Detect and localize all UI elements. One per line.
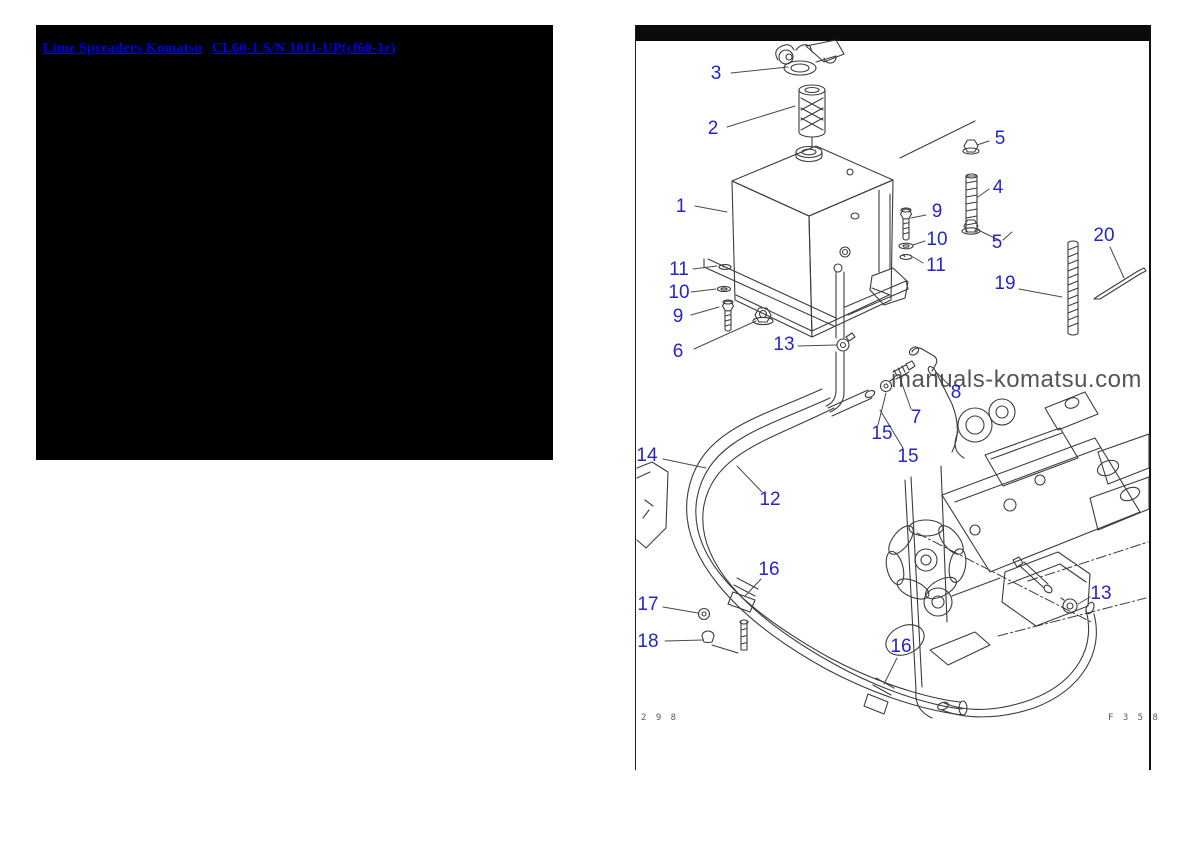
diagram-sheet [635,25,1151,770]
left-edge-bracket-drawing [636,461,669,549]
callout-5: 5 [991,232,1003,253]
right-hardware-drawing [898,139,981,260]
left-black-panel: Lime Spreaders Komatsu CL60-1 S/N 1011-U… [36,25,553,460]
main-hoses-drawing [686,388,968,716]
callout-16: 16 [890,636,912,657]
leader-lines [662,66,1125,685]
callout-9: 9 [672,306,684,327]
callout-15: 15 [897,446,919,467]
callout-16: 16 [758,559,780,580]
callout-13: 13 [773,334,795,355]
callout-6: 6 [672,341,684,362]
callout-11: 11 [669,259,689,280]
callout-15: 15 [871,423,893,444]
callout-1: 1 [675,196,687,217]
callout-8: 8 [950,382,962,403]
callout-4: 4 [992,177,1004,198]
parts-catalog-link-model[interactable]: CL60-1 S/N 1011-UP(cl60-1r) [212,41,396,56]
sheet-top-bar [636,25,1149,41]
left-hardware-drawing [716,264,774,332]
strainer-drawing [798,84,826,147]
engine-drawing [885,391,1150,719]
callout-12: 12 [759,489,781,510]
parts-catalog-link-category[interactable]: Lime Spreaders Komatsu [43,41,203,56]
watermark: manuals-komatsu.com [891,366,1142,393]
tank-hose-fittings-drawing [825,271,958,453]
callout-5: 5 [994,128,1006,149]
rod-and-pin-drawing [1067,240,1147,336]
hydraulic-tank-drawing [703,120,976,338]
callout-10: 10 [668,282,690,303]
callout-19: 19 [994,273,1016,294]
callout-14: 14 [636,445,658,466]
callout-11: 11 [926,255,946,276]
callout-18: 18 [637,631,659,652]
page-number-left: 2 9 8 [641,713,679,723]
filler-cap-drawing [775,39,845,76]
callout-13: 13 [1090,583,1112,604]
callout-10: 10 [926,229,948,250]
callout-7: 7 [910,407,922,428]
callout-20: 20 [1093,225,1115,246]
page-number-right: F 3 5 8 [1108,713,1160,723]
callout-2: 2 [707,118,719,139]
callout-9: 9 [931,201,943,222]
return-hose-drawing [937,541,1149,718]
hose-clamp-hardware-drawing [697,577,895,715]
callout-17: 17 [637,594,659,615]
callout-3: 3 [710,63,722,84]
